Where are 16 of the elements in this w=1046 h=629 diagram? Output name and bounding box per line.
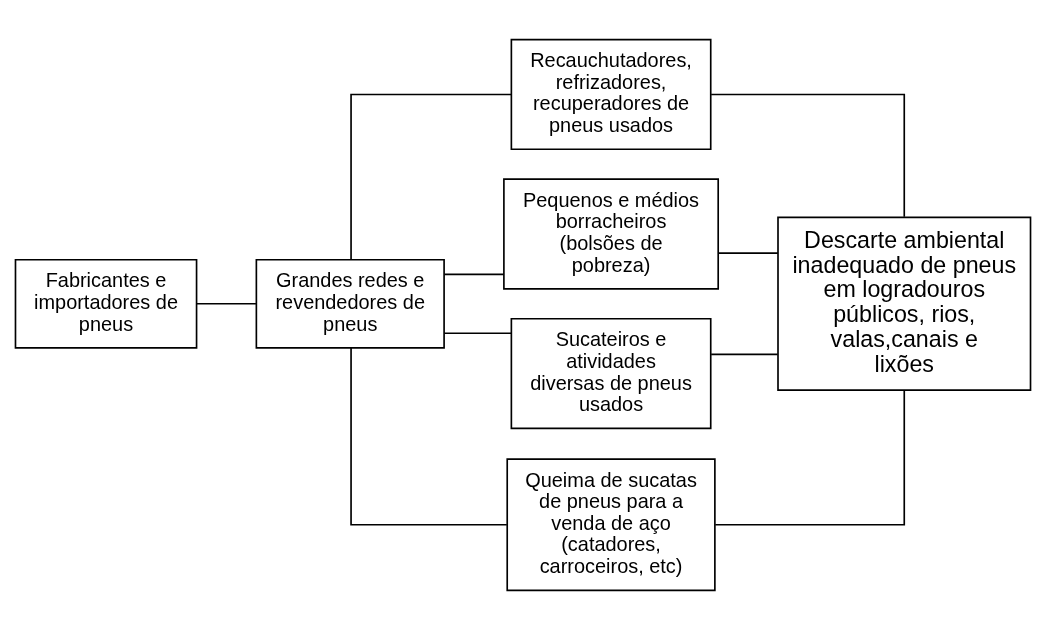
connector <box>350 346 508 526</box>
connector <box>350 93 513 260</box>
connector <box>196 302 257 305</box>
connector <box>710 353 779 355</box>
node-box: Pequenos e médios borracheiros (bolsões de pobreza) <box>503 177 720 290</box>
connector <box>710 93 906 218</box>
node-box: Fabricantes e importadores de pneus <box>14 258 198 349</box>
connector <box>714 389 906 526</box>
node-box: Descarte ambiental inadequado de pneus em logradouros públicos, rios, valas,canais e lixões <box>777 216 1032 391</box>
node-box: Recauchutadores, refrizadores, recuperadores de pneus usados <box>510 38 712 150</box>
connector <box>443 331 513 334</box>
node-box: Grandes redes e revendedores de pneus <box>255 258 445 349</box>
connector <box>443 272 505 275</box>
node-box: Queima de sucatas de pneus para a venda de aço (catadores, carroceiros, etc) <box>506 457 716 591</box>
node-box: Sucateiros e atividades diversas de pneus usados <box>510 317 712 429</box>
connector <box>717 251 779 254</box>
